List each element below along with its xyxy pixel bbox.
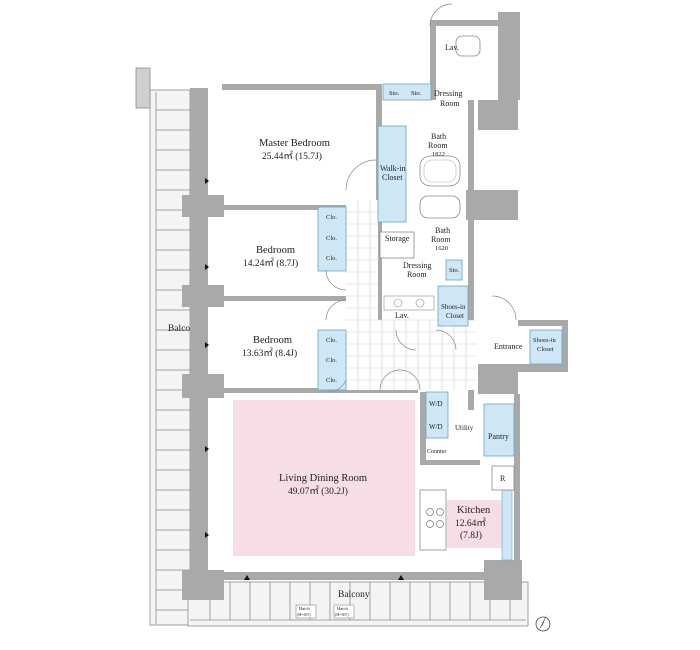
clo-3-label: Clo. — [326, 255, 337, 262]
structure-walls — [182, 12, 568, 600]
bath-1-label: Bath — [431, 132, 446, 141]
balcony-bottom: Balcony Hatch (H=30?) Hatch (H=30?) — [187, 581, 529, 627]
balcony-left: Balcony — [135, 67, 200, 626]
kitchen-fixtures — [419, 465, 515, 561]
shoes-in-closet-1-label-2: Closet — [446, 312, 464, 320]
doors — [325, 3, 517, 393]
living-dining-area: 49.07㎡ (30.2J) — [288, 486, 348, 497]
wd-2-label: W/D — [429, 423, 443, 431]
shoes-in-closet-1-label: Shoes-in — [441, 303, 466, 311]
clo-1-label: Clo. — [326, 214, 337, 221]
bedroom-2-area: 14.24㎡ (8.7J) — [243, 258, 298, 269]
clo-4-label: Clo. — [326, 337, 337, 344]
hatch-2-label: Hatch — [337, 606, 348, 611]
living-dining-name: Living Dining Room — [279, 473, 367, 484]
living-room-highlight — [233, 400, 415, 556]
kitchen-area: 12.64㎡ — [455, 518, 486, 529]
kitchen-j: (7.8J) — [460, 530, 482, 541]
bedroom-2-name: Bedroom — [256, 245, 295, 256]
bath-2-label: Bath — [435, 226, 450, 235]
storage-label: Storage — [385, 234, 410, 243]
lav-top-label: Lav. — [445, 43, 459, 52]
clo-5-label: Clo. — [326, 357, 337, 364]
bath-fixtures — [379, 35, 481, 311]
hatch-1-label: Hatch — [299, 606, 310, 611]
master-bedroom-area: 25.44㎡ (15.7J) — [262, 151, 322, 162]
r-label: R — [500, 474, 506, 483]
north-arrow-icon — [535, 614, 551, 632]
kitchen-name: Kitchen — [457, 505, 491, 516]
utility-label: Utility — [455, 424, 474, 432]
counter-label: Counter — [427, 449, 446, 455]
balcony-left-label: Balcony — [168, 324, 200, 334]
sto-3-label: Sto. — [449, 267, 460, 274]
sto-1-label: Sto. — [389, 90, 400, 97]
dressing-room-top-label-2: Room — [440, 99, 460, 108]
walk-in-closet-label-2: Closet — [382, 173, 403, 182]
bath-2-size: 1620 — [435, 245, 448, 252]
hall-floor — [346, 200, 476, 390]
pantry-label: Pantry — [488, 432, 509, 441]
bath-1-size: 1822 — [432, 151, 445, 158]
dressing-room-2-label-2: Room — [407, 270, 427, 279]
window-markers — [205, 178, 404, 580]
clo-6-label: Clo. — [326, 377, 337, 384]
hatch-2-size: (H=30?) — [335, 612, 349, 617]
shoes-in-closet-2-label: Shoes-in — [533, 337, 557, 344]
bedroom-3-name: Bedroom — [253, 335, 292, 346]
lav-mid-label: Lav. — [395, 311, 409, 320]
dressing-room-top-label: Dressing — [434, 89, 462, 98]
wd-1-label: W/D — [429, 400, 443, 408]
shoes-in-closet-2-label-2: Closet — [537, 346, 554, 353]
sto-2-label: Sto. — [411, 90, 422, 97]
bath-2-label-2: Room — [431, 235, 451, 244]
master-bedroom-name: Master Bedroom — [259, 138, 330, 149]
walk-in-closet-label: Walk-in — [380, 164, 406, 173]
closets — [317, 83, 563, 457]
kitchen-highlight — [447, 500, 502, 548]
dressing-room-2-label: Dressing — [403, 261, 431, 270]
entrance-label: Entrance — [494, 342, 523, 351]
bath-1-label-2: Room — [428, 141, 448, 150]
balcony-bottom-label: Balcony — [338, 590, 370, 600]
hatch-1-size: (H=30?) — [297, 612, 311, 617]
clo-2-label: Clo. — [326, 235, 337, 242]
bedroom-3-area: 13.63㎡ (8.4J) — [242, 348, 297, 359]
